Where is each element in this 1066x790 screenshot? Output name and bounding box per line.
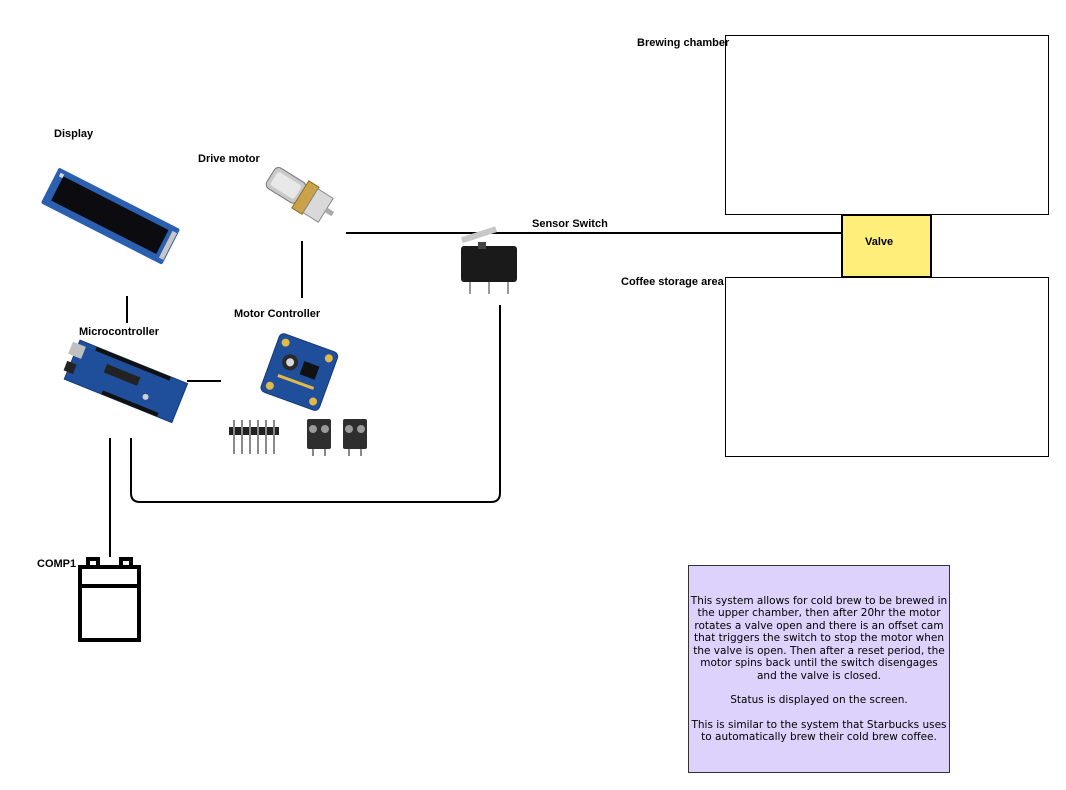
arduino-board-icon	[63, 339, 189, 424]
brewing-chamber-label: Brewing chamber	[637, 37, 730, 49]
description-paragraph-3: This is similar to the system that Starb…	[691, 718, 947, 744]
description-note: This system allows for cold brew to be b…	[688, 565, 950, 773]
drive-motor-label: Drive motor	[198, 153, 260, 165]
wire-micro-switch	[130, 305, 501, 503]
sensor-switch-label: Sensor Switch	[532, 218, 608, 230]
pin-header-icon	[229, 420, 279, 454]
oled-display-icon	[41, 168, 180, 265]
wires	[109, 232, 841, 557]
dc-gear-motor-icon	[265, 167, 335, 223]
description-paragraph-1: This system allows for cold brew to be b…	[690, 594, 948, 682]
micro-switch-icon	[460, 226, 517, 294]
brewing-chamber-box	[725, 35, 1049, 215]
coffee-storage-label: Coffee storage area	[621, 276, 724, 288]
microcontroller-label: Microcontroller	[79, 326, 160, 338]
motor-controller-label: Motor Controller	[234, 308, 321, 320]
motor-driver-board-icon	[260, 333, 339, 411]
coffee-storage-box	[725, 277, 1049, 457]
display-label: Display	[54, 128, 94, 140]
comp1-label: COMP1	[37, 558, 77, 570]
valve-label: Valve	[865, 236, 894, 248]
battery-icon	[78, 557, 141, 642]
description-paragraph-2: Status is displayed on the screen.	[730, 694, 908, 706]
screw-terminal-icon	[307, 419, 367, 456]
valve-block: Valve	[841, 214, 932, 278]
